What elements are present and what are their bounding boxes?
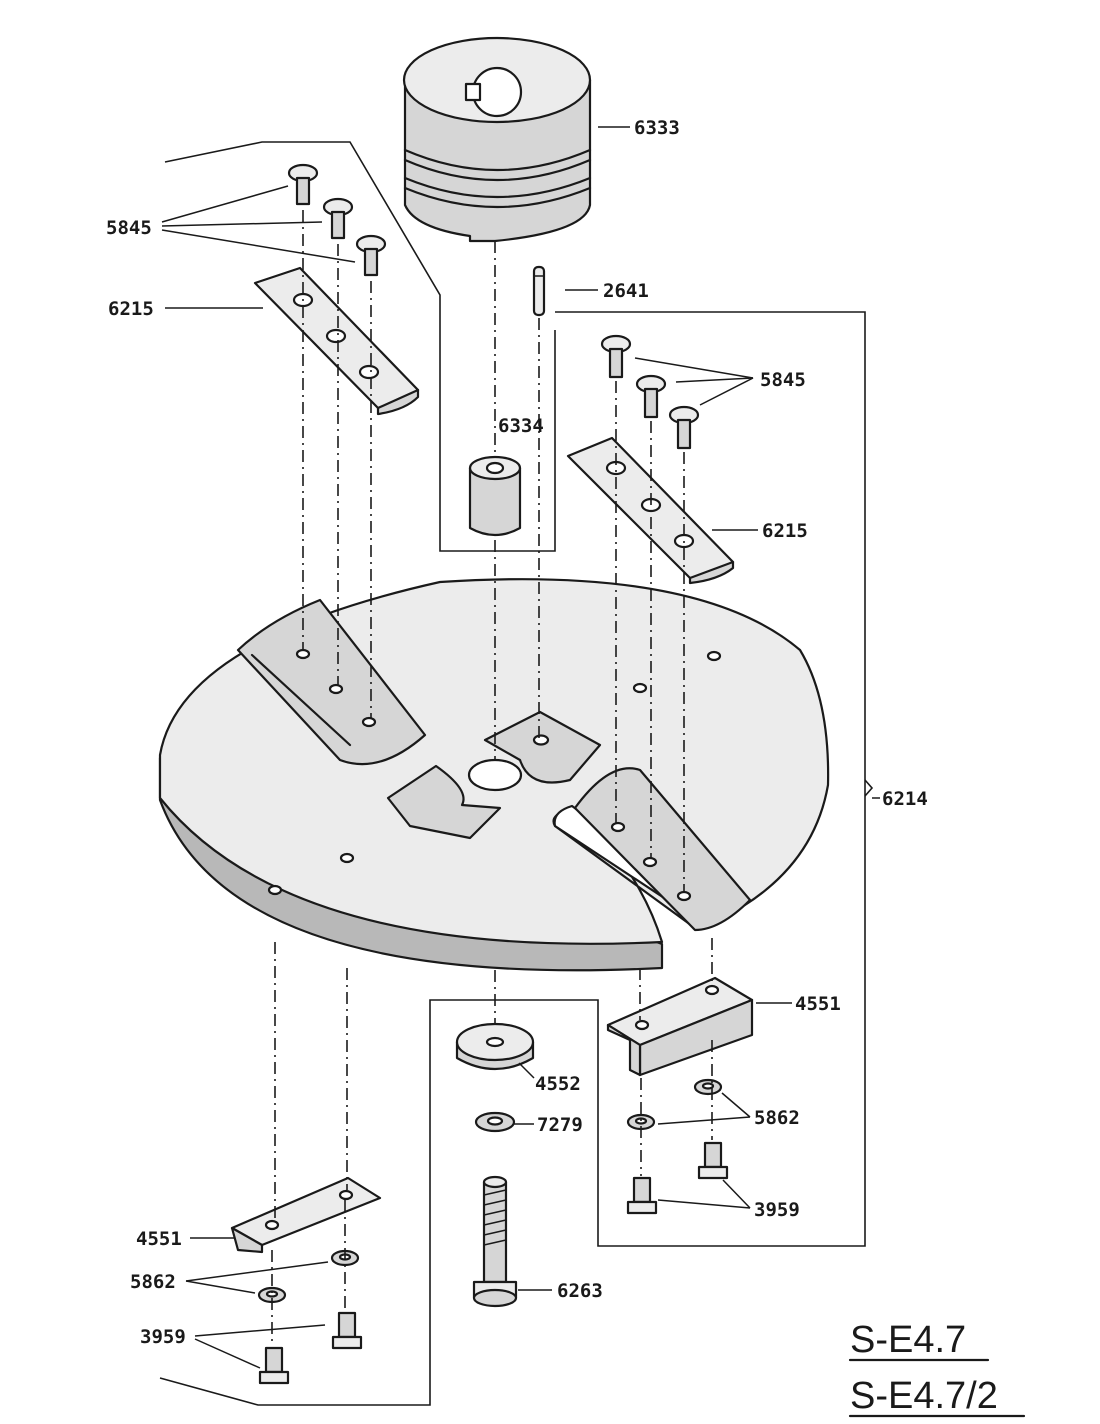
screws-5845-left xyxy=(287,163,387,277)
group-brace-6214 xyxy=(864,779,874,797)
label-4552: 4552 xyxy=(535,1073,581,1095)
label-5845-left: 5845 xyxy=(106,217,152,239)
washers-5862-left xyxy=(257,1249,360,1304)
bolts-3959-right xyxy=(626,1141,729,1215)
disc-6214 xyxy=(158,578,830,972)
blade-6215-left xyxy=(253,266,420,416)
label-6215-left: 6215 xyxy=(108,298,154,320)
bracket-4551-left xyxy=(230,1176,382,1254)
bracket-4551-right xyxy=(606,976,754,1077)
pin-2641 xyxy=(532,265,546,317)
leader-lines xyxy=(161,126,880,1369)
washer-4552 xyxy=(455,1022,535,1071)
label-6215-right: 6215 xyxy=(762,520,808,542)
label-3959-right: 3959 xyxy=(754,1199,800,1221)
bolt-6263 xyxy=(472,1175,518,1308)
reference-code-line2: S-E4.7/2 xyxy=(850,1375,998,1417)
reference-code-line1: S-E4.7 xyxy=(850,1319,966,1361)
label-4551-right: 4551 xyxy=(795,993,841,1015)
label-6333: 6333 xyxy=(634,117,680,139)
pulley-6333 xyxy=(402,36,592,243)
label-5862-left: 5862 xyxy=(130,1271,176,1293)
lock-washer-7279 xyxy=(474,1111,516,1133)
label-5862-right: 5862 xyxy=(754,1107,800,1129)
alignment-axes xyxy=(271,210,713,1346)
screws-5845-right xyxy=(600,334,700,450)
right-group-outline xyxy=(159,311,866,1406)
bolts-3959-left xyxy=(258,1311,363,1385)
upper-left-group-outline xyxy=(164,141,556,552)
label-2641: 2641 xyxy=(603,280,649,302)
label-4551-left: 4551 xyxy=(136,1228,182,1250)
washers-5862-right xyxy=(626,1078,723,1131)
spacer-6334 xyxy=(468,455,522,537)
label-5845-right: 5845 xyxy=(760,369,806,391)
label-6334: 6334 xyxy=(498,415,544,437)
label-6263: 6263 xyxy=(557,1280,603,1302)
label-3959-left: 3959 xyxy=(140,1326,186,1348)
label-7279: 7279 xyxy=(537,1114,583,1136)
label-6214: 6214 xyxy=(882,788,928,810)
